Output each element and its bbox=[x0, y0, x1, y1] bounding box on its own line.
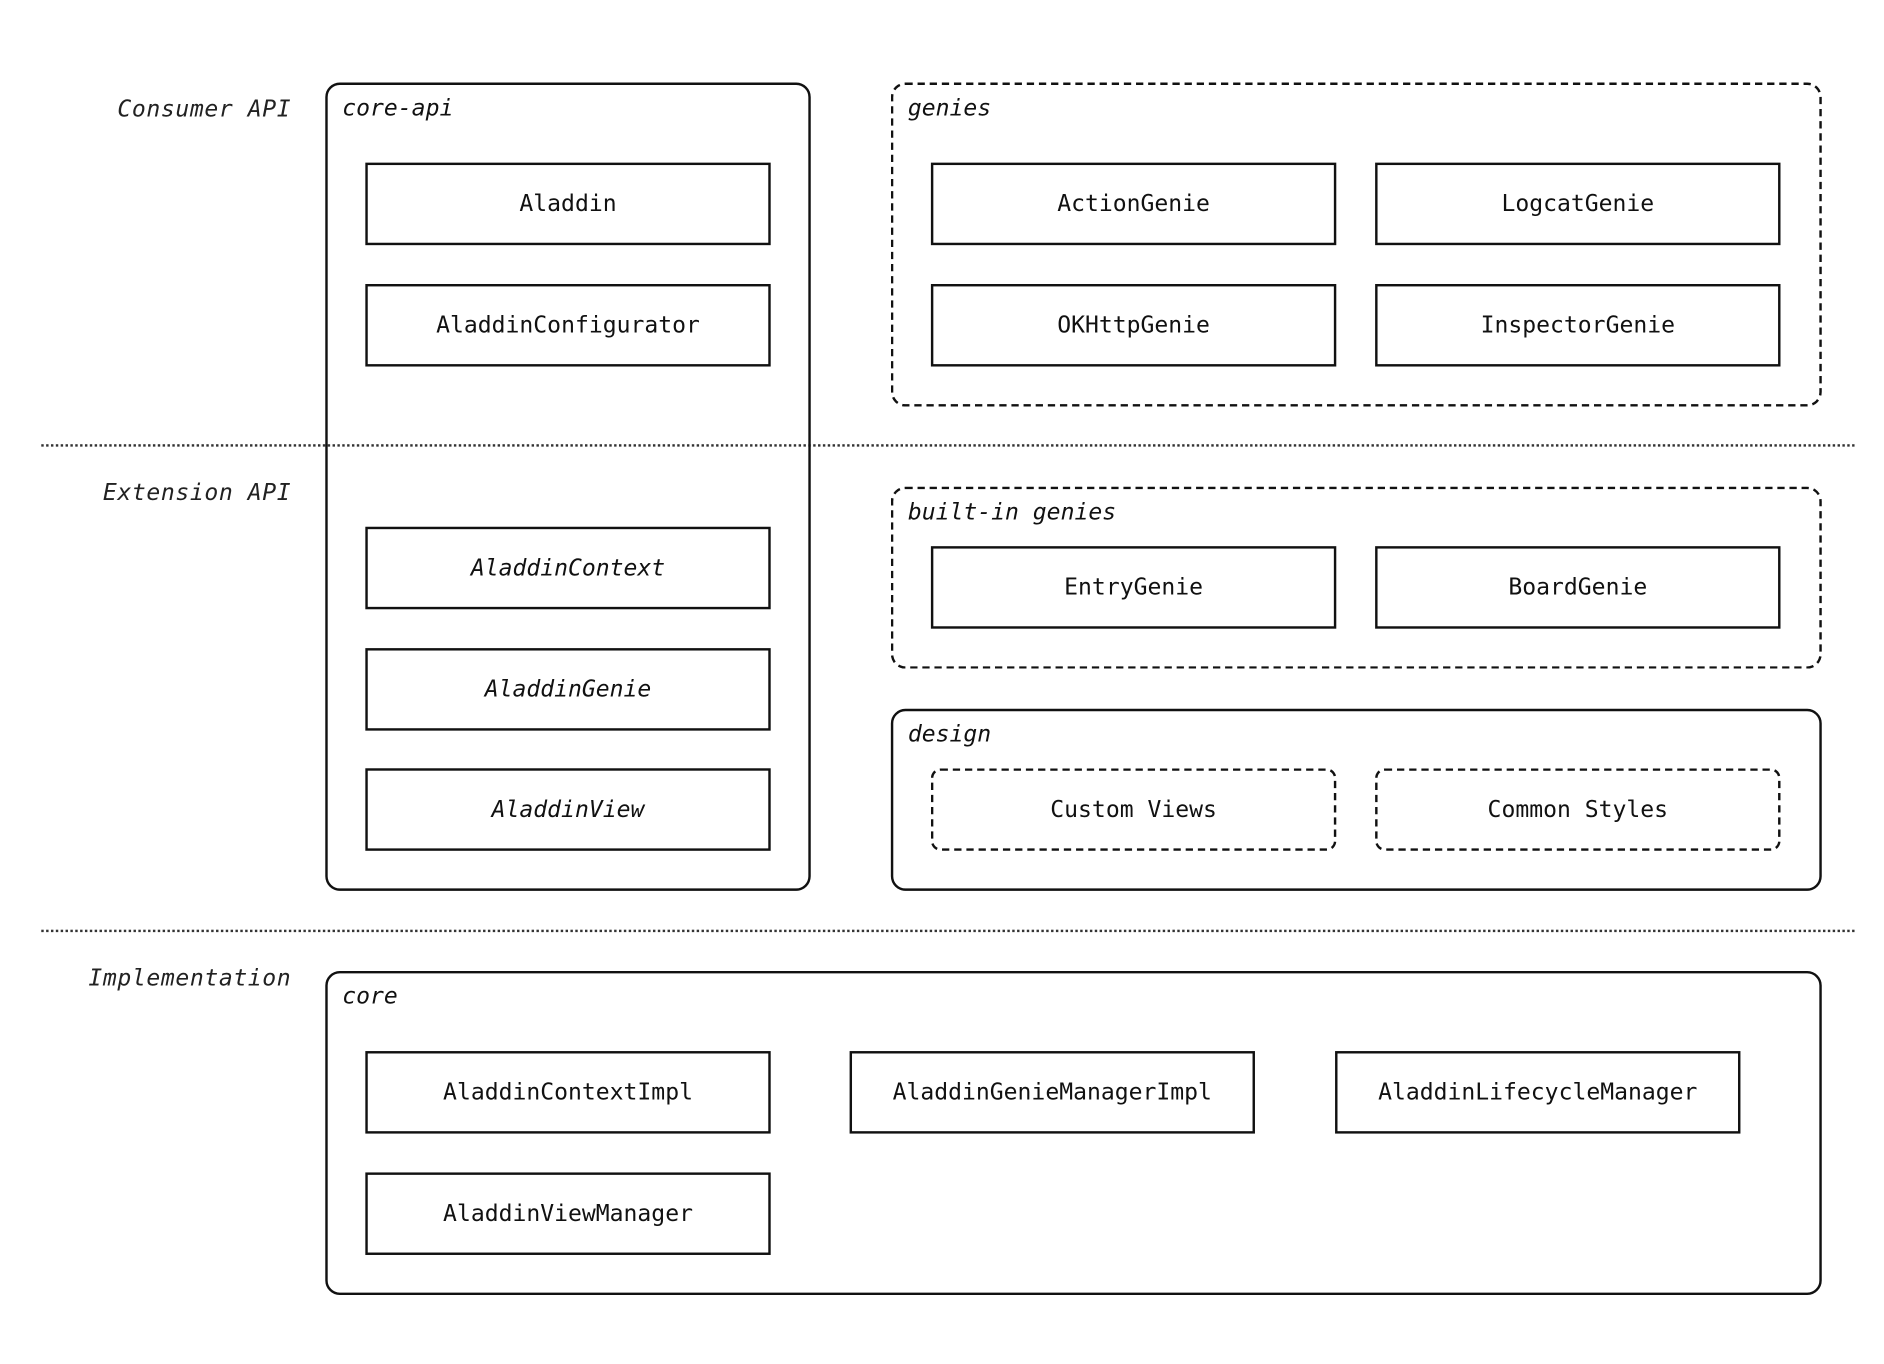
node-custom-views: Custom Views bbox=[930, 768, 1337, 851]
node-aladdin-view: AladdinView bbox=[365, 768, 771, 851]
node-aladdin-genie: AladdinGenie bbox=[365, 648, 771, 731]
node-entry-genie: EntryGenie bbox=[930, 546, 1337, 629]
group-title-design: design bbox=[907, 720, 992, 748]
node-aladdin: Aladdin bbox=[365, 162, 771, 246]
node-logcat-genie: LogcatGenie bbox=[1375, 162, 1781, 246]
layer-divider-bottom bbox=[41, 929, 1855, 933]
node-aladdin-configurator: AladdinConfigurator bbox=[365, 284, 771, 367]
node-inspector-genie: InspectorGenie bbox=[1375, 284, 1781, 367]
group-built-in-genies: built-in genies bbox=[890, 486, 1822, 669]
layer-label-implementation: Implementation bbox=[88, 964, 292, 992]
node-aladdin-view-manager: AladdinViewManager bbox=[365, 1172, 771, 1255]
group-title-core: core bbox=[342, 983, 398, 1010]
node-okhttp-genie: OKHttpGenie bbox=[930, 284, 1337, 367]
layer-label-consumer-api: Consumer API bbox=[117, 95, 292, 123]
layer-divider-top bbox=[41, 444, 1855, 447]
group-title-built-in-genies: built-in genies bbox=[907, 498, 1117, 526]
group-title-genies: genies bbox=[907, 94, 992, 122]
node-aladdin-context: AladdinContext bbox=[365, 526, 771, 610]
node-action-genie: ActionGenie bbox=[930, 162, 1337, 246]
node-aladdin-context-impl: AladdinContextImpl bbox=[365, 1051, 771, 1134]
node-aladdin-lifecycle-manager: AladdinLifecycleManager bbox=[1335, 1051, 1741, 1134]
group-title-core-api: core-api bbox=[342, 94, 454, 122]
group-design: design bbox=[890, 708, 1822, 891]
node-aladdin-genie-manager-impl: AladdinGenieManagerImpl bbox=[849, 1051, 1255, 1134]
group-core: core bbox=[325, 970, 1822, 1296]
node-board-genie: BoardGenie bbox=[1375, 546, 1781, 629]
group-genies: genies bbox=[890, 82, 1822, 407]
layer-label-extension-api: Extension API bbox=[102, 479, 292, 507]
node-common-styles: Common Styles bbox=[1375, 768, 1781, 851]
group-core-api: core-api bbox=[325, 82, 811, 891]
